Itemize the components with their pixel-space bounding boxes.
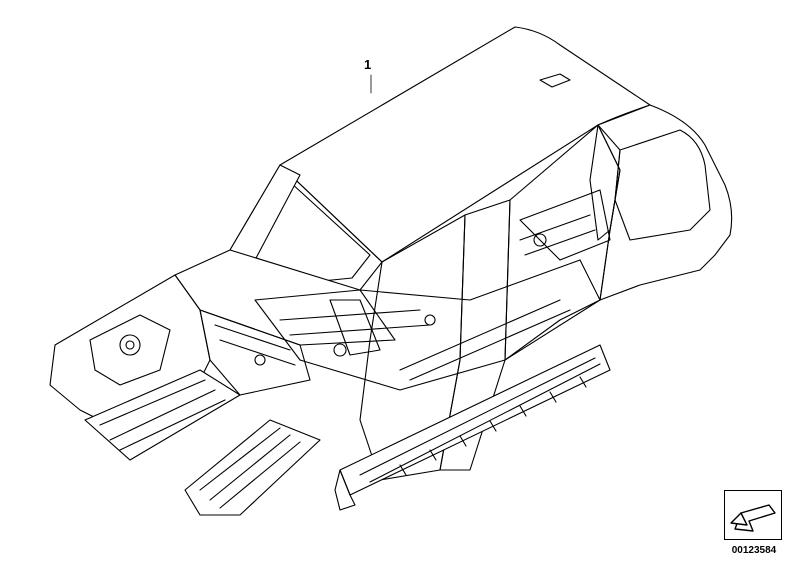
floor-hole-3 xyxy=(533,233,547,247)
front-rail-right-detail xyxy=(199,427,301,509)
side-sill-detail xyxy=(359,357,601,483)
bulkhead-detail xyxy=(214,324,296,366)
callout-label-1: 1 xyxy=(364,57,372,72)
front-door-opening xyxy=(359,214,466,481)
rear-floor-structure xyxy=(519,189,611,261)
floor-hole-1 xyxy=(333,343,347,357)
rear-quarter-panel xyxy=(597,104,733,301)
return-arrow-icon xyxy=(730,504,776,532)
c-pillar xyxy=(589,124,621,241)
bulkhead xyxy=(199,309,311,396)
drawing-number: 00123584 xyxy=(731,545,777,556)
navigation-box[interactable] xyxy=(724,490,782,540)
front-lower-edge xyxy=(334,469,356,511)
front-rail-left-detail xyxy=(99,379,226,451)
floor-hole-2 xyxy=(424,314,436,326)
strut-hole-left xyxy=(125,340,135,350)
rear-seat-pan xyxy=(519,214,596,256)
bulkhead-hole xyxy=(254,354,266,366)
rear-door-opening xyxy=(504,124,621,361)
floor-pan xyxy=(254,259,601,391)
strut-mount-left xyxy=(119,334,141,356)
floor-crossmember-2 xyxy=(399,299,571,381)
sill-notches xyxy=(399,376,587,476)
floor-crossmember-1 xyxy=(279,309,431,336)
tunnel xyxy=(329,299,381,356)
front-rail-right xyxy=(184,419,321,516)
front-strut-tower-left xyxy=(89,314,171,386)
rear-window-frame xyxy=(614,129,711,241)
a-pillar xyxy=(229,164,301,261)
roof-sunroof-mark xyxy=(539,73,571,88)
